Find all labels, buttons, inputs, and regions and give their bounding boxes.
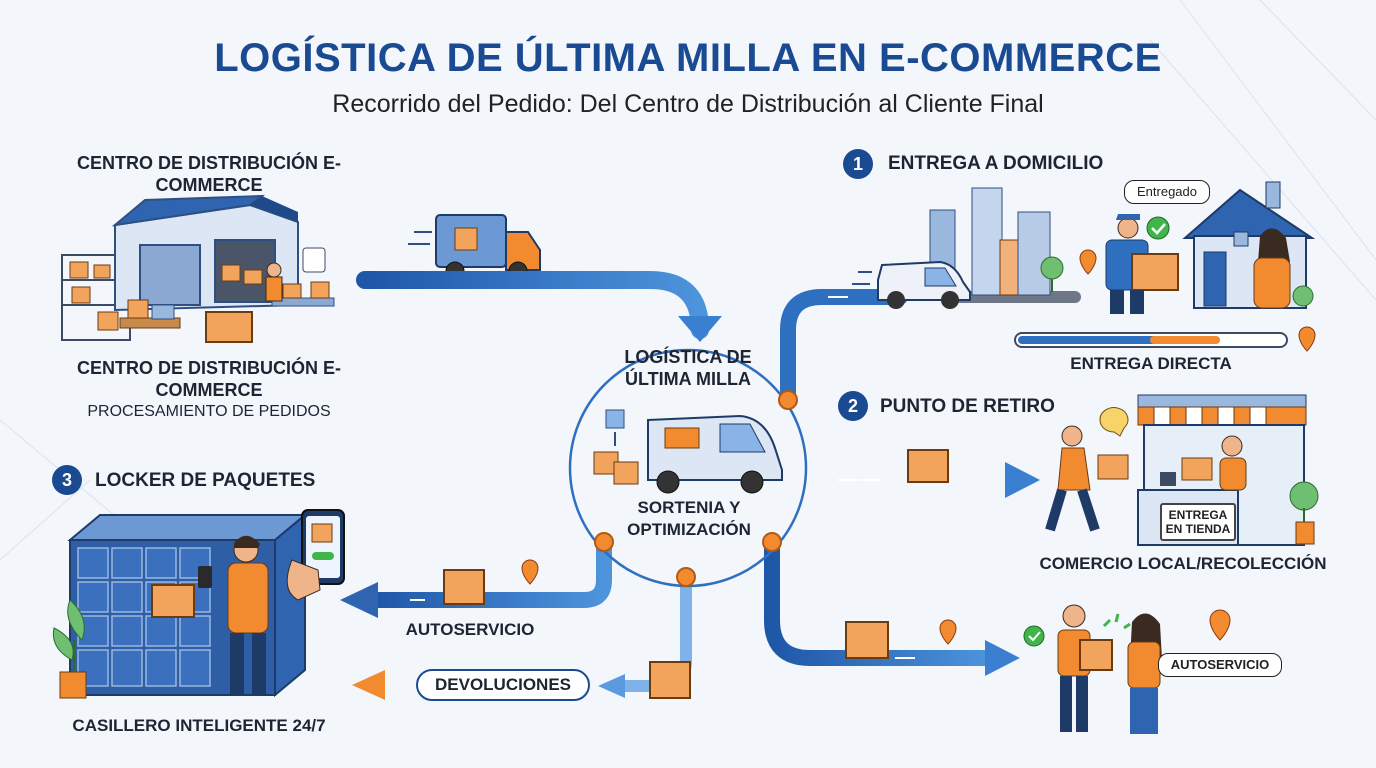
home-delivery-caption: ENTREGA DIRECTA: [1070, 354, 1232, 373]
locker-title: LOCKER DE PAQUETES: [95, 470, 316, 491]
route-pins: [521, 559, 1231, 645]
pickup-point-caption: COMERCIO LOCAL/RECOLECCIÓN: [1039, 554, 1327, 573]
warehouse-top-label: CENTRO DE DISTRIBUCIÓN E-COMMERCE: [76, 153, 341, 195]
pickup-point-number: 2: [838, 391, 868, 421]
locker-number: 3: [52, 465, 82, 495]
route-boxes: [443, 569, 889, 699]
returns-label: DEVOLUCIONES: [416, 669, 590, 701]
hub-van-illustration: [593, 409, 783, 494]
warehouse-illustration: [61, 194, 335, 343]
hub-caption: SORTENIA Y OPTIMIZACIÓN: [627, 498, 751, 539]
locker-illustration: [52, 509, 345, 699]
delivered-bubble: Entregado: [1124, 180, 1210, 204]
page-title: LOGÍSTICA DE ÚLTIMA MILLA EN E-COMMERCE: [214, 36, 1162, 80]
page-subtitle: Recorrido del Pedido: Del Centro de Dist…: [332, 90, 1044, 118]
locker-route-label: AUTOSERVICIO: [405, 620, 535, 639]
hub-ring: [568, 348, 808, 588]
pickup-point-title: PUNTO DE RETIRO: [880, 396, 1055, 417]
route-dashes: [410, 296, 915, 659]
handoff-label: AUTOSERVICIO: [1158, 653, 1282, 677]
locker-caption: CASILLERO INTELIGENTE 24/7: [72, 716, 326, 735]
home-delivery-illustration: [852, 181, 1316, 352]
home-delivery-number: 1: [843, 149, 873, 179]
pickup-point-illustration: [907, 394, 1319, 546]
background-lines: [0, 0, 1376, 561]
handoff-illustration: [1023, 604, 1162, 734]
store-sign: ENTREGA EN TIENDA: [1160, 503, 1236, 541]
home-delivery-title: ENTREGA A DOMICILIO: [888, 153, 1104, 174]
hub-title: LOGÍSTICA DE ÚLTIMA MILLA: [624, 347, 752, 389]
warehouse-caption: PROCESAMIENTO DE PEDIDOS: [87, 403, 331, 420]
truck-illustration: [408, 214, 541, 281]
warehouse-bottom-label: CENTRO DE DISTRIBUCIÓN E-COMMERCE: [76, 358, 341, 400]
